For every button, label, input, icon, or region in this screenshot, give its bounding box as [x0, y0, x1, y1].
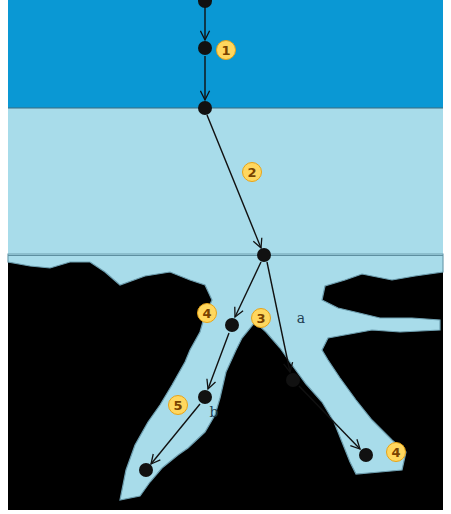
path-dot	[198, 0, 212, 8]
path-dot	[257, 248, 271, 262]
cave-opening	[8, 254, 443, 500]
callout-number: 3	[251, 308, 271, 328]
seabed-line	[8, 255, 443, 256]
path-dot	[139, 463, 153, 477]
callout-number: 5	[168, 395, 188, 415]
callout-number: 4	[197, 303, 217, 323]
path-dot	[286, 373, 300, 387]
rock-ground	[8, 255, 443, 510]
callout-letter: a	[297, 311, 305, 325]
path-arrow	[204, 4, 205, 40]
callout-number: 2	[242, 162, 262, 182]
path-arrow	[299, 386, 360, 449]
shallow-water-band	[8, 108, 443, 256]
path-dot	[359, 448, 373, 462]
path-dot	[198, 101, 212, 115]
path-arrow	[208, 333, 229, 389]
callout-number: 4	[386, 442, 406, 462]
path-arrow	[207, 115, 261, 248]
deep-water-band	[8, 0, 443, 108]
callout-letter: b	[210, 405, 219, 419]
callout-number: 1	[216, 40, 236, 60]
path-dot	[198, 390, 212, 404]
path-dot	[225, 318, 239, 332]
band-boundary	[8, 108, 443, 109]
path-dot	[198, 41, 212, 55]
path-arrow	[204, 56, 205, 100]
